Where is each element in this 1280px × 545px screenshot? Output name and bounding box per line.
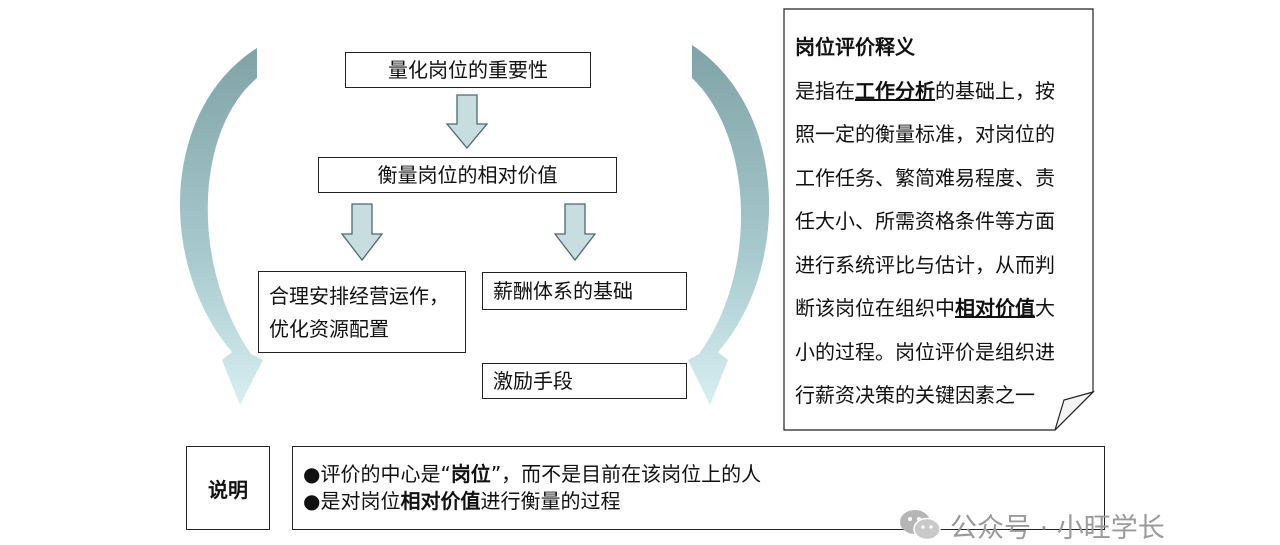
right-curved-arrow (688, 45, 770, 405)
definition-line-5: 进行系统评比与估计，从而判 (795, 252, 1055, 277)
definition-line-1: 是指在工作分析的基础上，按 (795, 70, 1085, 114)
wechat-icon (900, 510, 941, 541)
note-b1-a: ●评价的中心是“ (303, 462, 451, 486)
definition-line-2: 照一定的衡量标准，对岗位的 (795, 122, 1055, 146)
def-l6-a: 断该岗位在组织中 (795, 296, 955, 320)
box-relative-value-label: 衡量岗位的相对价值 (377, 163, 558, 187)
def-l1-c: 的基础上，按 (935, 78, 1055, 103)
note-box: ●评价的中心是“岗位”，而不是目前在该岗位上的人 ●是对岗位相对价值进行衡量的过… (292, 446, 1105, 530)
box-quantify-importance: 量化岗位的重要性 (345, 52, 591, 88)
box-salary-basis-label: 薪酬体系的基础 (493, 279, 633, 303)
box-incentive: 激励手段 (482, 363, 687, 399)
definition-text: 岗位评价释义 是指在工作分析的基础上，按 照一定的衡量标准，对岗位的 工作任务、… (795, 26, 1085, 418)
note-b2-bold: 相对价值 (400, 489, 481, 513)
note-bullet-2: ●是对岗位相对价值进行衡量的过程 (303, 488, 1094, 515)
note-b2-c: 进行衡量的过程 (480, 489, 621, 513)
box-operations: 合理安排经营运作， 优化资源配置 (258, 271, 466, 353)
left-curved-arrow (179, 48, 263, 405)
note-label-text: 说明 (208, 477, 248, 502)
note-label: 说明 (186, 446, 270, 530)
note-bullet-1: ●评价的中心是“岗位”，而不是目前在该岗位上的人 (303, 461, 1094, 488)
down-arrow-3 (553, 203, 597, 262)
watermark-text: 公众号 · 小旺学长 (950, 512, 1165, 544)
box-operations-line2: 优化资源配置 (269, 317, 389, 341)
def-l6-c: 大 (1035, 296, 1055, 320)
box-salary-basis: 薪酬体系的基础 (482, 272, 687, 310)
definition-line-4: 任大小、所需资格条件等方面 (795, 209, 1055, 233)
box-relative-value: 衡量岗位的相对价值 (318, 157, 617, 193)
note-b2-a: ●是对岗位 (303, 489, 401, 513)
definition-line-8: 行薪资决策的关键因素之一 (795, 383, 1035, 407)
box-quantify-importance-label: 量化岗位的重要性 (388, 58, 548, 82)
def-l1-a: 是指在 (795, 78, 855, 103)
def-highlight-job-analysis: 工作分析 (855, 78, 935, 103)
watermark: 公众号 · 小旺学长 (898, 506, 1165, 544)
def-highlight-relative-value: 相对价值 (955, 296, 1035, 320)
definition-line-3: 工作任务、繁简难易程度、责 (795, 165, 1055, 190)
definition-line-7: 小的过程。岗位评价是组织进 (795, 339, 1055, 364)
note-b1-bold: 岗位 (450, 462, 491, 486)
box-operations-line1: 合理安排经营运作， (269, 284, 449, 308)
down-arrow-2 (340, 203, 384, 262)
box-incentive-label: 激励手段 (493, 369, 573, 393)
definition-title: 岗位评价释义 (795, 35, 915, 59)
note-b1-c: ”，而不是目前在该岗位上的人 (490, 462, 762, 486)
down-arrow-1 (445, 94, 489, 150)
definition-line-6: 断该岗位在组织中相对价值大 (795, 287, 1085, 331)
